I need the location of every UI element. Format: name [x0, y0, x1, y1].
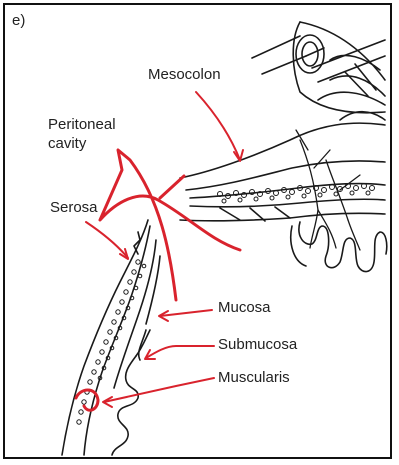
villi-right: [291, 222, 387, 272]
peritoneal-cavity-label-line2: cavity: [48, 135, 86, 153]
submucosa-label: Submucosa: [218, 336, 297, 354]
serosa-label: Serosa: [50, 199, 98, 217]
peritoneal-cavity-label-line1: Peritoneal: [48, 116, 116, 134]
muscularis-arrow: [104, 378, 214, 402]
mesocolon-sheet: [180, 123, 385, 221]
peritoneal-arrow: [100, 150, 240, 300]
colon-outline: [293, 22, 385, 120]
submucosa-arrow: [146, 346, 214, 358]
mucosa-label: Mucosa: [218, 299, 271, 317]
serosa-arrow: [86, 222, 128, 258]
mesocolon-label: Mesocolon: [148, 66, 221, 84]
muscularis-marker: [76, 390, 98, 410]
annotation-arrows: [76, 92, 243, 410]
panel-label: e): [12, 12, 25, 30]
intestinal-wall-left: [62, 220, 160, 455]
mesocolon-arrow: [196, 92, 240, 160]
peritoneal-inner: [160, 176, 184, 198]
muscularis-label: Muscularis: [218, 369, 290, 387]
